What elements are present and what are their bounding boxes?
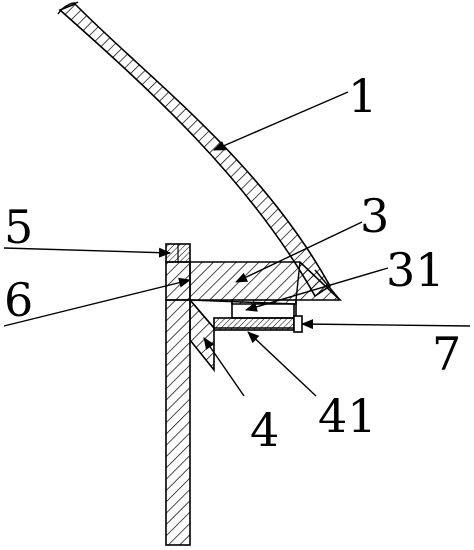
label-4: 4: [250, 403, 279, 457]
label-31: 31: [386, 243, 445, 297]
label-5: 5: [4, 200, 33, 254]
leader-6: [3, 277, 191, 327]
leader-3: [235, 221, 363, 283]
break-line: [57, 1, 79, 15]
plate-part-41: [213, 317, 295, 331]
leader-4: [203, 337, 245, 397]
bolt-head-part-7: [293, 315, 303, 333]
leader-41: [247, 331, 317, 397]
curved-panel-part-1: [58, 3, 332, 298]
wedge-edge: [314, 269, 341, 301]
leader-5: [3, 247, 171, 258]
label-6: 6: [4, 273, 33, 327]
leader-31: [245, 267, 389, 312]
label-7: 7: [432, 327, 461, 381]
leader-7: [301, 319, 471, 330]
wedge-divider: [295, 261, 301, 301]
label-41: 41: [318, 389, 377, 443]
leader-1: [213, 91, 349, 151]
label-3: 3: [360, 189, 389, 243]
vertical-wall: [165, 299, 191, 546]
label-1: 1: [348, 69, 377, 123]
